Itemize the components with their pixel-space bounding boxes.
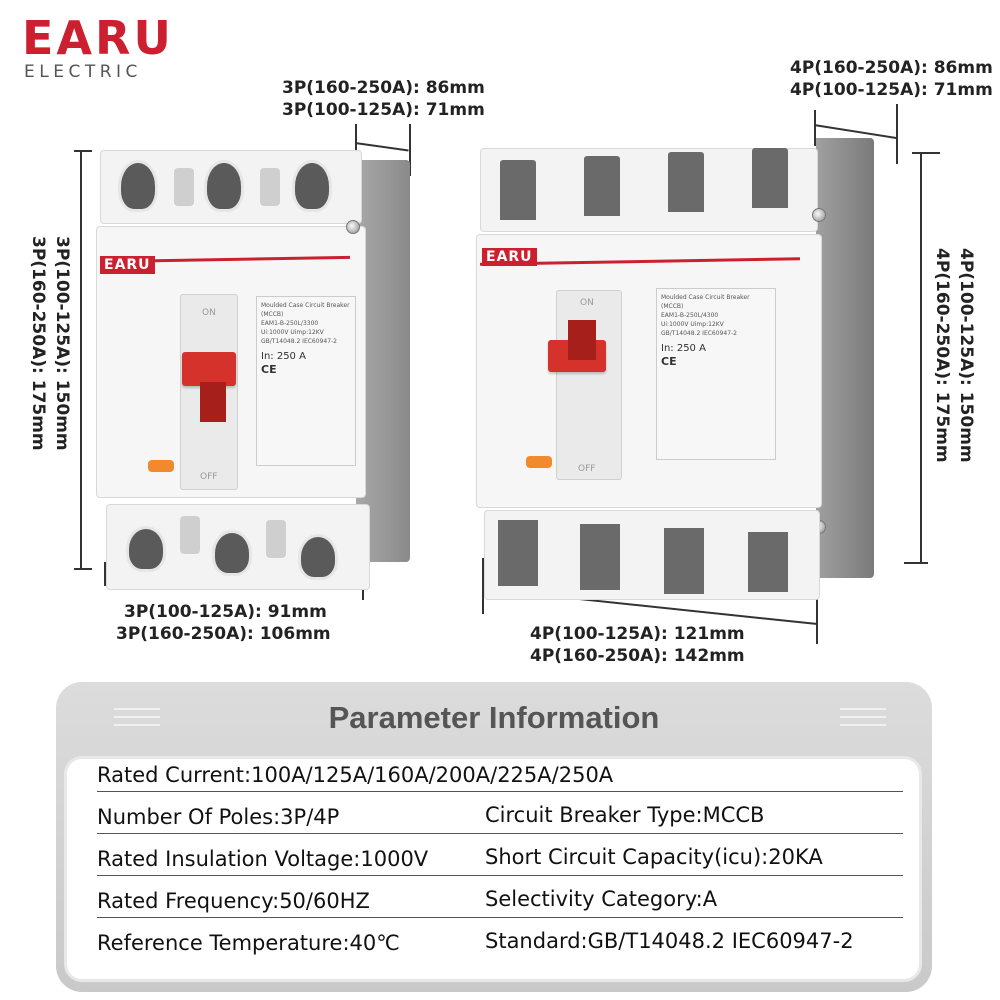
param-poles: Number Of Poles:3P/4P	[97, 805, 340, 829]
dim-4p-height-cap-bottom	[904, 562, 928, 564]
decorative-lines-icon	[114, 708, 160, 732]
breaker-4p-image: EARU ON OFF Moulded Case Circuit Breaker…	[476, 138, 886, 600]
dim-3p-height-cap-bottom	[74, 568, 92, 570]
dim-4p-width-small: 4P(100-125A): 121mm	[530, 624, 745, 644]
terminal-slot	[752, 148, 788, 208]
dim-4p-height-line	[920, 152, 922, 564]
ce-mark: CE	[261, 363, 277, 376]
label-title: Moulded Case Circuit Breaker	[661, 294, 750, 301]
label-model: EAM1-B-250L/3300	[261, 320, 319, 327]
dim-4p-depth-tick-left	[814, 110, 816, 146]
on-label: ON	[580, 298, 594, 308]
terminal-hole	[118, 160, 158, 212]
dim-4p-depth-small: 4P(100-125A): 71mm	[790, 80, 993, 100]
handle-stem	[568, 320, 596, 360]
breaker-3p-label: Moulded Case Circuit Breaker (MCCB) EAM1…	[256, 296, 356, 466]
terminal-slot	[580, 524, 620, 590]
screw-icon	[346, 220, 360, 234]
dim-3p-height-line	[80, 150, 82, 570]
param-selectivity: Selectivity Category:A	[485, 887, 718, 911]
param-breaker-type: Circuit Breaker Type:MCCB	[485, 803, 765, 827]
dim-4p-width-cap-right	[816, 596, 818, 644]
dim-3p-depth-tick-right	[409, 124, 411, 176]
parameter-table: Rated Current:100A/125A/160A/200A/225A/2…	[64, 756, 922, 982]
dim-3p-height-cap-top	[74, 150, 92, 152]
brand-subtitle: ELECTRIC	[24, 62, 142, 82]
param-temperature: Reference Temperature:40℃	[97, 931, 400, 955]
terminal-hole	[292, 160, 332, 212]
param-insulation-voltage: Rated Insulation Voltage:1000V	[97, 847, 429, 871]
ce-mark: CE	[661, 355, 677, 368]
label-ratings: Ui:1000V Uimp:12KV	[661, 321, 724, 328]
breaker-3p-brand: EARU	[100, 256, 155, 274]
dim-3p-depth-small: 3P(100-125A): 71mm	[282, 100, 485, 120]
terminal-screw	[180, 516, 200, 554]
dim-3p-height-large: 3P(160-250A): 175mm	[28, 236, 48, 451]
dim-4p-height-large: 4P(160-250A): 175mm	[932, 248, 952, 463]
terminal-hole	[212, 530, 252, 576]
parameter-title: Parameter Information	[328, 700, 660, 735]
row-divider	[97, 833, 903, 834]
param-rated-current: Rated Current:100A/125A/160A/200A/225A/2…	[97, 763, 614, 787]
parameter-panel: Parameter Information Rated Current:100A…	[56, 682, 932, 992]
terminal-hole	[204, 160, 244, 212]
row-divider	[97, 791, 903, 792]
param-standard: Standard:GB/T14048.2 IEC60947-2	[485, 929, 854, 953]
dim-4p-depth-tick-right	[896, 104, 898, 164]
terminal-slot	[584, 156, 620, 216]
breaker-4p-brand: EARU	[482, 248, 537, 266]
label-rating: In: 250 A	[261, 351, 306, 362]
dim-3p-width-cap-left	[104, 562, 106, 586]
label-model: EAM1-B-250L/4300	[661, 312, 719, 319]
param-short-circuit: Short Circuit Capacity(icu):20KA	[485, 845, 823, 869]
terminal-slot	[748, 532, 788, 592]
label-rating: In: 250 A	[661, 343, 706, 354]
dim-3p-width-large: 3P(160-250A): 106mm	[116, 624, 331, 644]
terminal-screw	[260, 168, 280, 206]
terminal-screw	[266, 520, 286, 558]
row-divider	[97, 917, 903, 918]
label-standard: GB/T14048.2 IEC60947-2	[661, 330, 737, 337]
trip-test-button	[148, 460, 174, 472]
terminal-slot	[664, 528, 704, 594]
terminal-slot	[498, 520, 538, 586]
off-label: OFF	[578, 464, 596, 474]
handle-stem	[200, 382, 226, 422]
breaker-4p-side	[816, 138, 874, 578]
label-ratings: Ui:1000V Uimp:12KV	[261, 329, 324, 336]
screw-icon	[812, 208, 826, 222]
dim-4p-width-large: 4P(160-250A): 142mm	[530, 646, 745, 666]
dim-4p-height-cap-top	[912, 152, 940, 154]
breaker-4p-label: Moulded Case Circuit Breaker (MCCB) EAM1…	[656, 288, 776, 460]
param-frequency: Rated Frequency:50/60HZ	[97, 889, 370, 913]
dim-3p-depth-large: 3P(160-250A): 86mm	[282, 78, 485, 98]
dim-3p-height-small: 3P(100-125A): 150mm	[52, 236, 72, 451]
off-label: OFF	[200, 472, 218, 482]
trip-test-button	[526, 456, 552, 468]
terminal-screw	[174, 168, 194, 206]
on-label: ON	[202, 308, 216, 318]
dim-4p-height-small: 4P(100-125A): 150mm	[956, 248, 976, 463]
label-sub: (MCCB)	[661, 303, 684, 310]
brand-logo: EARU ELECTRIC	[22, 14, 174, 82]
terminal-hole	[126, 526, 166, 572]
dim-4p-depth-large: 4P(160-250A): 86mm	[790, 58, 993, 78]
label-sub: (MCCB)	[261, 311, 284, 318]
dim-4p-depth-line	[813, 124, 898, 140]
breaker-3p-handle	[182, 352, 236, 386]
label-title: Moulded Case Circuit Breaker	[261, 302, 350, 309]
label-standard: GB/T14048.2 IEC60947-2	[261, 338, 337, 345]
decorative-lines-icon	[840, 708, 886, 732]
dim-3p-width-small: 3P(100-125A): 91mm	[124, 602, 327, 622]
dim-3p-depth-tick-left	[355, 124, 357, 156]
brand-name: EARU	[22, 11, 174, 65]
breaker-3p-image: EARU ON OFF Moulded Case Circuit Breaker…	[96, 150, 416, 590]
handle-track	[556, 290, 622, 480]
row-divider	[97, 875, 903, 876]
dim-4p-width-cap-left	[482, 558, 484, 614]
terminal-hole	[298, 534, 338, 580]
terminal-slot	[668, 152, 704, 212]
terminal-slot	[500, 160, 536, 220]
